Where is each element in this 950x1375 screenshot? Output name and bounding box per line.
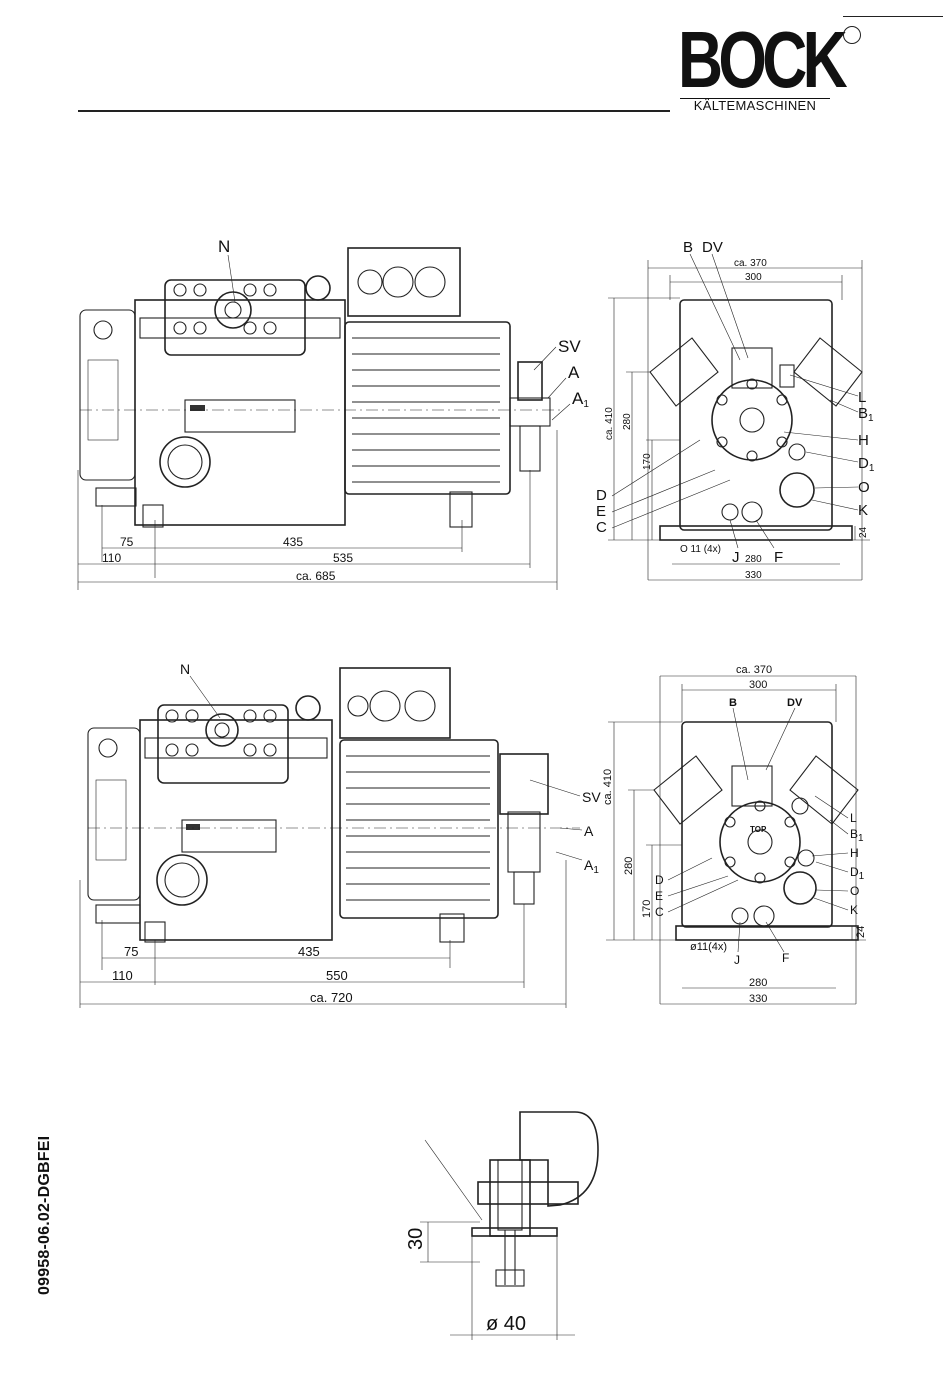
dim-w280: 280	[745, 554, 762, 565]
label-sv: SV	[582, 789, 601, 805]
dim-435: 435	[283, 535, 303, 549]
dim-w330: 330	[745, 570, 762, 581]
dim-110: 110	[102, 551, 121, 565]
label-a1: A1	[584, 857, 599, 876]
label-a1: A1	[572, 389, 589, 410]
drawing1-front-view: ca. 370 300 280 330 ca. 410 280 170 24 O…	[596, 239, 875, 581]
label-b: B	[683, 239, 693, 256]
dim-h410: ca. 410	[602, 769, 614, 805]
label-l: L	[850, 811, 857, 825]
drawing1-side-view: 75 110 435 535 ca. 685 N SV A A1	[78, 237, 589, 590]
subscript: 1	[858, 833, 864, 844]
dim-h410: ca. 410	[604, 407, 615, 440]
label-a: A	[568, 363, 580, 382]
dim-535: 535	[333, 551, 353, 565]
label-k: K	[858, 502, 868, 519]
label-o: O	[850, 884, 859, 898]
dim-w300: 300	[745, 272, 762, 283]
label-d: D	[655, 873, 664, 887]
label-e: E	[655, 889, 663, 903]
dim-total: ca. 720	[310, 990, 353, 1005]
label-j: J	[734, 953, 740, 967]
mounting-detail-view: 30 ø 40	[405, 1112, 598, 1340]
dim-w280: 280	[749, 977, 767, 989]
dim-h280: 280	[622, 413, 633, 430]
dim-550: 550	[326, 968, 348, 983]
label-c: C	[596, 519, 607, 536]
subscript: 1	[859, 871, 865, 882]
dim-h24: 24	[855, 926, 867, 938]
label-b: B	[729, 697, 737, 709]
label-j: J	[732, 549, 740, 566]
label-c: C	[655, 905, 664, 919]
label-b1: B1	[850, 827, 864, 844]
dim-total: ca. 685	[296, 569, 336, 583]
dim-w330: 330	[749, 993, 767, 1005]
label-n: N	[218, 237, 230, 256]
detail-height: 30	[405, 1228, 427, 1250]
label-o: O	[858, 479, 870, 496]
dim-hole: O 11 (4x)	[680, 544, 721, 555]
dim-75: 75	[124, 944, 138, 959]
dim-110: 110	[112, 968, 133, 983]
subscript: 1	[593, 865, 599, 876]
subscript: 1	[869, 463, 875, 474]
label-k: K	[850, 903, 858, 917]
label-f: F	[774, 549, 783, 566]
dim-w300: 300	[749, 679, 767, 691]
label-n: N	[180, 661, 190, 677]
dim-h170: 170	[642, 453, 653, 470]
detail-diameter: ø 40	[486, 1313, 526, 1335]
top-marking: TOP	[750, 825, 767, 834]
dim-hole: ø11(4x)	[690, 941, 727, 953]
drawing2-front-view: ca. 370 300 280 330 ca. 410 280 170 24 ø…	[602, 664, 867, 1005]
drawing2-side-view: 75 110 435 550 ca. 720 N SV A A1	[80, 661, 601, 1008]
label-d: D	[596, 487, 607, 504]
dim-h280: 280	[623, 857, 635, 875]
label-dv: DV	[702, 239, 723, 256]
dim-435: 435	[298, 944, 320, 959]
label-l: L	[858, 389, 866, 406]
document-number: 09958-06.02-DGBFEI	[36, 1136, 54, 1295]
dim-w370: ca. 370	[734, 258, 767, 269]
dim-75: 75	[120, 535, 134, 549]
label-d1: D1	[850, 865, 865, 882]
label-b1: B1	[858, 405, 874, 424]
label-a: A	[584, 823, 594, 839]
label-sv: SV	[558, 337, 581, 356]
label-e: E	[596, 503, 606, 520]
dim-h170: 170	[641, 900, 653, 918]
label-f: F	[782, 951, 789, 965]
label-h: H	[858, 432, 869, 449]
label-h: H	[850, 846, 859, 860]
subscript: 1	[583, 399, 589, 410]
label-d1: D1	[858, 455, 875, 474]
subscript: 1	[868, 413, 874, 424]
dim-w370: ca. 370	[736, 664, 772, 676]
dim-h24: 24	[858, 526, 869, 538]
label-dv: DV	[787, 697, 803, 709]
